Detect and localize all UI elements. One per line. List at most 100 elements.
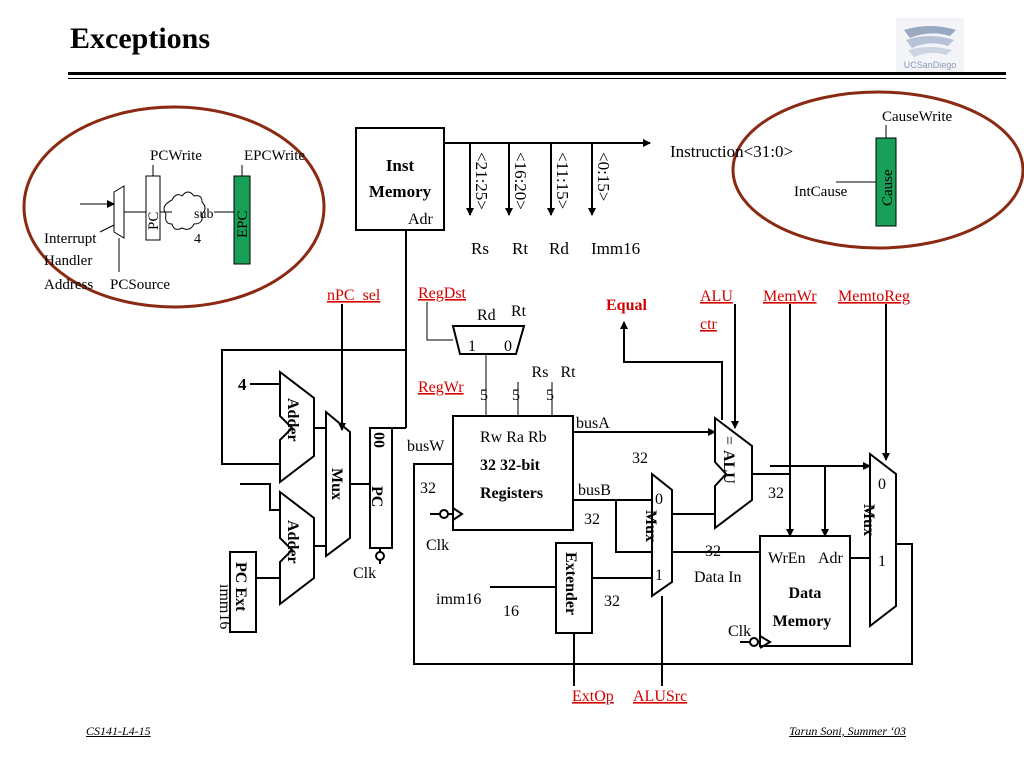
- regdst-rt: Rt: [511, 303, 527, 320]
- alusrc-mux-label: Mux: [642, 510, 659, 542]
- busa-width: 32: [632, 450, 648, 467]
- title-rule-thin: [68, 78, 1006, 79]
- field-bits: <21:25>: [472, 152, 491, 210]
- dm-wren: WrEn: [768, 550, 806, 567]
- pc-adder-2-label: Adder: [284, 520, 301, 564]
- footer-left: CS141-L4-15: [86, 724, 151, 738]
- memwr-label: MemWr: [763, 288, 817, 305]
- alu-ctr-label-2: ctr: [700, 316, 718, 333]
- extop-label: ExtOp: [572, 688, 614, 705]
- width-five: 5: [480, 387, 488, 404]
- field-name: Imm16: [591, 239, 640, 258]
- busw-label: busW: [407, 438, 445, 455]
- dm-clk: Clk: [728, 623, 751, 640]
- pc-adder-1-label: Adder: [284, 398, 301, 442]
- footer-right: Tarun Soni, Summer ‘03: [789, 724, 906, 738]
- field-name: Rs: [471, 239, 489, 258]
- field-name: Rt: [512, 239, 528, 258]
- equal-wire: [620, 321, 723, 420]
- pc-ext-label: PC Ext: [232, 562, 249, 612]
- writeback-wire: [413, 463, 913, 665]
- pc-zero0: 00: [370, 432, 387, 448]
- pc-imm16: imm16: [216, 584, 233, 629]
- pc-feedback-wire: [221, 349, 407, 465]
- field-bits: <11:15>: [553, 152, 572, 209]
- register-file: [452, 415, 574, 531]
- pc-to-adder2-wire: [240, 483, 280, 511]
- register-clk: Clk: [426, 537, 449, 554]
- data-memory-box: [759, 535, 851, 647]
- outmux-zero: 0: [878, 476, 886, 493]
- pc-mux-label: Mux: [328, 468, 345, 500]
- alusrc-mux: [651, 471, 673, 598]
- alu-shape: [714, 415, 753, 531]
- title-rule: [68, 72, 1006, 75]
- pcsource-mux: [113, 185, 125, 239]
- regdst-control-wire: [426, 302, 453, 341]
- dm-clk-triangle: [759, 635, 772, 649]
- outmux-label: Mux: [860, 504, 877, 536]
- regwr-label: RegWr: [418, 379, 464, 396]
- sub-four-label: 4: [194, 232, 201, 247]
- handler-label: Handler: [44, 253, 92, 269]
- regdst-mux: [451, 325, 526, 355]
- alu-label: ALU: [720, 450, 737, 484]
- equal-label: Equal: [606, 297, 647, 314]
- field-bits: <0:15>: [594, 152, 613, 201]
- epcwrite-label: EPCWrite: [244, 148, 305, 164]
- datain-wire: [615, 500, 760, 553]
- regdst-one: 1: [468, 338, 476, 355]
- dm-datain: Data In: [694, 569, 742, 586]
- cause-logic-oval: [731, 90, 1024, 250]
- dm-label-2: Memory: [773, 613, 832, 630]
- logo-wing: [908, 47, 952, 57]
- pc-register-label: PC: [146, 212, 162, 230]
- regdst-zero: 0: [504, 338, 512, 355]
- page-title: Exceptions: [70, 22, 211, 55]
- pc-four: 4: [238, 375, 247, 394]
- dm-adr: Adr: [818, 550, 844, 567]
- dm-label-1: Data: [789, 585, 822, 602]
- register-label-2: Registers: [480, 485, 543, 502]
- busb-label: busB: [578, 482, 611, 499]
- regdst-label: RegDst: [418, 285, 467, 302]
- memtoreg-mux: [869, 451, 897, 629]
- alu-out-width: 32: [768, 485, 784, 502]
- field-bits: <16:20>: [511, 152, 530, 210]
- outmux-one: 1: [878, 553, 886, 570]
- logo-text: UCSanDiego: [904, 60, 957, 70]
- sub-label: sub: [194, 207, 213, 222]
- inst-memory-label-2: Memory: [369, 182, 432, 201]
- alu-eq: =: [720, 436, 737, 445]
- alusrc-zero: 0: [655, 491, 663, 508]
- register-ports: Rw Ra Rb: [480, 429, 547, 446]
- memtoreg-label: MemtoReg: [838, 288, 910, 305]
- pc-clk: Clk: [353, 565, 376, 582]
- instruction-label: Instruction<31:0>: [670, 142, 793, 161]
- pc-label: PC: [368, 486, 385, 507]
- reg-rs: Rs: [532, 364, 549, 381]
- inst-memory-box: [355, 127, 445, 231]
- busw-width: 32: [420, 480, 436, 497]
- pc-clk-bubble: [375, 551, 385, 561]
- interrupt-label: Interrupt: [44, 231, 97, 247]
- clk-triangle: [452, 507, 464, 521]
- causewrite-label: CauseWrite: [882, 109, 953, 125]
- field-name: Rd: [549, 239, 569, 258]
- inst-memory-label-1: Inst: [386, 156, 415, 175]
- address-label: Address: [44, 277, 93, 293]
- reg-rt: Rt: [560, 364, 576, 381]
- extender-label: Extender: [562, 552, 579, 615]
- pc-ext-box: [229, 551, 257, 633]
- exception-logic-oval: [22, 105, 326, 309]
- ucsd-logo: UCSanDiego: [896, 18, 964, 72]
- subtract-unit: [163, 191, 206, 230]
- logo-wing: [906, 36, 954, 48]
- register-label-1: 32 32-bit: [480, 457, 541, 474]
- wire: [99, 224, 115, 233]
- regdst-rd: Rd: [477, 307, 496, 324]
- alusrc-label: ALUSrc: [633, 688, 687, 705]
- width-five: 5: [546, 387, 554, 404]
- alu-ctr-label-1: ALU: [700, 288, 733, 305]
